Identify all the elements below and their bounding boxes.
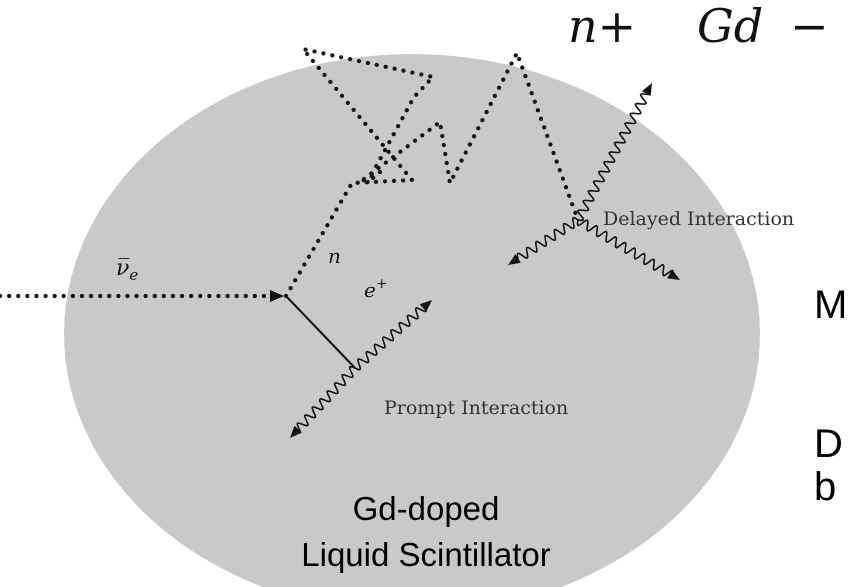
positron-label: e+ [364, 276, 388, 302]
delayed-gamma-2-arrowhead [508, 254, 521, 265]
delayed-gamma-3 [576, 219, 674, 277]
positron-symbol: e [364, 278, 376, 302]
side-text-item2-line1: D [814, 422, 843, 466]
detector-volume [64, 54, 760, 587]
side-text-item1: M [814, 283, 847, 327]
neutron-track [283, 46, 581, 299]
capture-equation: n+ Gd − [568, 0, 829, 53]
prompt-gamma-1-arrowhead [290, 425, 302, 438]
delayed-gamma-1-arrowhead [641, 83, 652, 96]
positron-superscript: + [376, 276, 388, 292]
equation-lhs: n+ [568, 0, 636, 53]
gamma-rays [290, 83, 680, 438]
prompt-gamma-1 [296, 365, 356, 434]
antineutrino-symbol: ν̅ [116, 256, 129, 281]
delayed-interaction-label: Delayed Interaction [603, 208, 794, 230]
side-text-item2-line2: b [814, 465, 836, 509]
neutron-label: n [328, 244, 341, 268]
delayed-gamma-1 [576, 93, 651, 222]
antineutrino-subscript: e [129, 266, 138, 284]
prompt-interaction-label: Prompt Interaction [384, 397, 568, 419]
delayed-gamma-3-arrowhead [667, 269, 680, 280]
equation-arrow: − [790, 0, 829, 53]
antineutrino-label: ν̅e [116, 256, 138, 284]
prompt-gamma-2 [354, 307, 427, 371]
equation-element: Gd [697, 0, 763, 53]
delayed-gamma-2 [516, 216, 579, 263]
positron-track [285, 295, 356, 369]
detector-label-line2: Liquid Scintillator [301, 536, 550, 573]
detector-label-line1: Gd-doped [353, 490, 500, 527]
prompt-gamma-2-arrowhead [419, 300, 432, 312]
antineutrino-arrowhead [270, 290, 284, 302]
